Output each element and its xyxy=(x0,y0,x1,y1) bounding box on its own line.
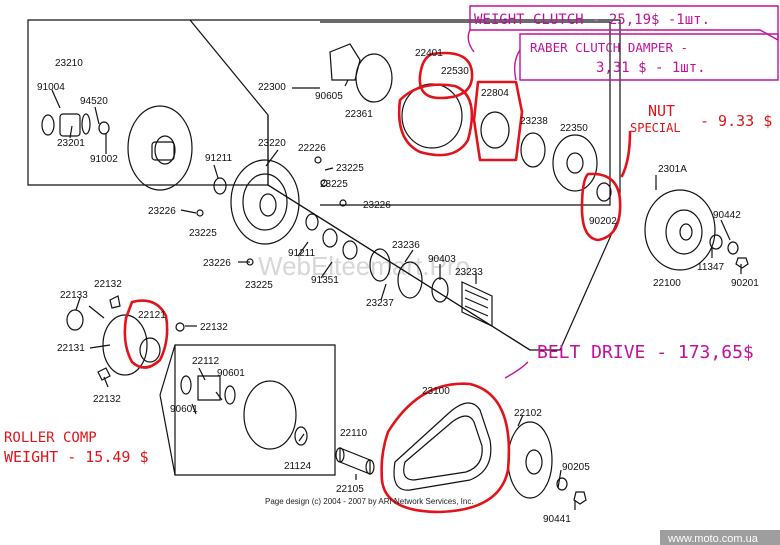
circle-22804 xyxy=(472,80,524,162)
group-frames xyxy=(27,19,621,476)
damper-box xyxy=(519,33,779,81)
part-label: 91211 xyxy=(205,153,233,164)
part-label: 23237 xyxy=(366,298,394,309)
part-label: 11347 xyxy=(697,262,725,273)
part-label: 22100 xyxy=(653,278,681,289)
part-drawings xyxy=(41,43,749,505)
part-label: 23220 xyxy=(258,138,286,149)
part-label: 23201 xyxy=(57,138,85,149)
part-label: 23225 xyxy=(336,163,364,174)
weight-clutch-price: WEIGHT CLUTCH - 25,19$ -1шт. xyxy=(474,12,710,28)
part-label: 91004 xyxy=(37,82,65,93)
part-label: 22121 xyxy=(138,310,166,321)
part-label: 22132 xyxy=(94,279,122,290)
part-label: 23210 xyxy=(55,58,83,69)
part-label: 90201 xyxy=(731,278,759,289)
clutch-bell xyxy=(644,189,749,271)
part-label: 22105 xyxy=(336,484,364,495)
part-label: 23238 xyxy=(520,116,548,127)
part-label: 22350 xyxy=(560,123,588,134)
part-label: 90442 xyxy=(713,210,741,221)
part-label: 23233 xyxy=(455,267,483,278)
leader-nut xyxy=(620,130,632,178)
part-label: 90441 xyxy=(543,514,571,525)
part-label: 94520 xyxy=(80,96,108,107)
part-label: 23225 xyxy=(245,280,273,291)
part-label: 22131 xyxy=(57,343,85,354)
circle-22530 xyxy=(418,51,474,100)
part-label: 90601 xyxy=(170,404,198,415)
part-label: 91351 xyxy=(311,275,339,286)
part-label: 22102 xyxy=(514,408,542,419)
part-label: 90202 xyxy=(589,216,617,227)
variator-parts xyxy=(66,295,185,381)
roller-comp-label: ROLLER COMP xyxy=(4,430,97,446)
damper-price-line1: RABER CLUTCH DAMPER - xyxy=(530,40,688,55)
damper-leader xyxy=(513,49,521,81)
movable-drive-face xyxy=(180,375,308,450)
part-label: 22132 xyxy=(200,322,228,333)
part-label: 23226 xyxy=(363,200,391,211)
part-label: 22361 xyxy=(345,109,373,120)
part-label: 23100 xyxy=(422,386,450,397)
part-label: 22112 xyxy=(192,356,220,367)
drive-face-fan xyxy=(213,159,358,260)
part-label: 2301A xyxy=(658,164,687,175)
part-label: 22226 xyxy=(298,143,326,154)
circle-90202 xyxy=(580,172,622,242)
part-label: 90403 xyxy=(428,254,456,265)
part-label: 22133 xyxy=(60,290,88,301)
part-label: 22804 xyxy=(481,88,509,99)
part-number-labels: 23210 91004 94520 23201 91002 22300 9060… xyxy=(37,48,759,525)
page-design-footer: Page design (c) 2004 - 2007 by ARI Netwo… xyxy=(265,497,474,506)
weight-clutch-leader xyxy=(467,29,475,53)
part-label: 22300 xyxy=(258,82,286,93)
part-label: 91002 xyxy=(90,154,118,165)
roller-comp-price: WEIGHT - 15.49 $ xyxy=(4,448,149,466)
part-label: 21124 xyxy=(284,461,312,472)
part-label: 23226 xyxy=(148,206,176,217)
part-label: 23226 xyxy=(203,258,231,269)
bearing-stack xyxy=(369,248,493,327)
damper-price-line2: 3,31 $ - 1шт. xyxy=(596,60,706,76)
clutch-assembly xyxy=(329,43,612,202)
part-label: 22530 xyxy=(441,66,469,77)
drive-belt xyxy=(393,402,492,491)
site-url: www.moto.com.ua xyxy=(667,533,759,545)
part-label: 23236 xyxy=(392,240,420,251)
collar xyxy=(335,447,375,475)
annotation-texts: WEIGHT CLUTCH - 25,19$ -1шт. RABER CLUTC… xyxy=(4,12,772,466)
part-label: 90601 xyxy=(217,368,245,379)
nut-price: - 9.33 $ xyxy=(700,112,772,130)
belt-drive-price: BELT DRIVE - 173,65$ xyxy=(537,342,754,363)
part-label: 22110 xyxy=(340,428,368,439)
watermark: WebElteemart.Pro xyxy=(258,251,470,281)
part-label: 90605 xyxy=(315,91,343,102)
hand-annotations xyxy=(123,5,779,514)
nut-special-label: SPECIAL xyxy=(630,121,681,135)
part-label: 22132 xyxy=(93,394,121,405)
part-label: 23225 xyxy=(189,228,217,239)
part-label: 90205 xyxy=(562,462,590,473)
part-label: 91211 xyxy=(288,248,316,259)
part-label: 23225 xyxy=(320,179,348,190)
fixed-pulley xyxy=(41,105,193,191)
circle-22401 xyxy=(397,83,474,157)
weight-clutch-box xyxy=(469,5,779,42)
circle-23100 xyxy=(380,382,511,514)
part-label: 22401 xyxy=(415,48,443,59)
bolts xyxy=(196,156,347,266)
nut-label: NUT xyxy=(648,102,675,120)
site-bar xyxy=(660,530,780,545)
belt-leader xyxy=(504,361,529,379)
circle-22121 xyxy=(123,299,169,369)
